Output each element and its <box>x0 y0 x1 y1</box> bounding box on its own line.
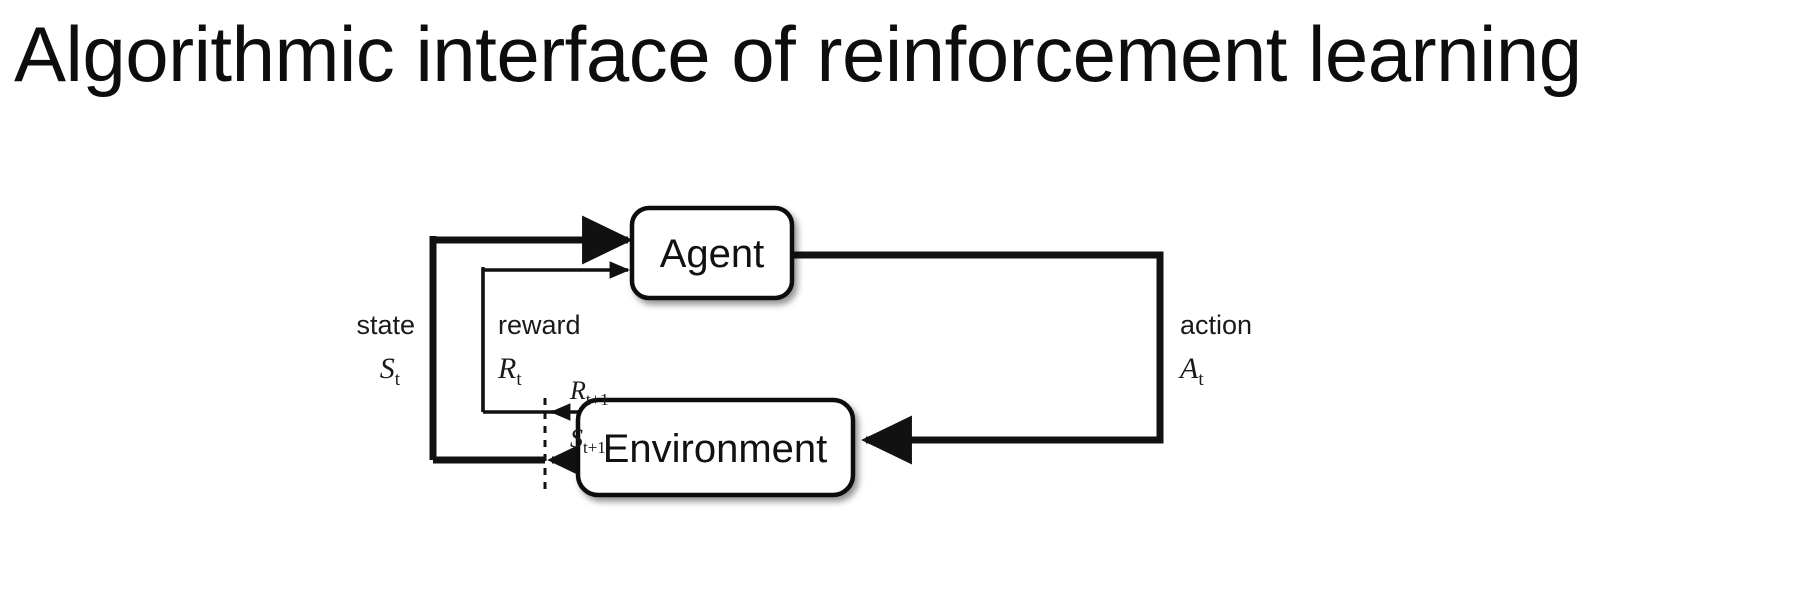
next-state-symbol: S <box>570 424 583 453</box>
diagram-svg: Agent Environment state St reward Rt <box>356 205 1252 498</box>
next-state-subscript: t+1 <box>583 438 606 457</box>
agent-box[interactable] <box>629 205 795 301</box>
next-state-label-group: St+1 <box>570 424 606 457</box>
state-symbol-group: St <box>380 352 401 390</box>
next-reward-symbol: R <box>569 376 586 405</box>
action-symbol-group: At <box>1178 352 1204 390</box>
environment-node[interactable]: Environment <box>575 397 856 498</box>
environment-box[interactable] <box>575 397 856 498</box>
action-label: action <box>1180 310 1252 340</box>
environment-label: Environment <box>603 427 828 471</box>
state-path <box>429 215 633 464</box>
action-label-group: action At <box>1178 310 1252 390</box>
page-title: Algorithmic interface of reinforcement l… <box>14 10 1582 98</box>
agent-label: Agent <box>660 232 765 276</box>
state-label: state <box>356 310 415 340</box>
reward-symbol-subscript: t <box>516 369 522 390</box>
reward-label: reward <box>498 310 581 340</box>
reward-symbol-group: Rt <box>497 352 522 390</box>
action-symbol: A <box>1178 352 1199 385</box>
action-arrow-to-environment <box>789 251 1164 465</box>
reward-symbol: R <box>497 352 516 385</box>
action-path <box>789 251 1164 465</box>
next-reward-subscript: t+1 <box>586 390 609 409</box>
agent-node[interactable]: Agent <box>629 205 795 301</box>
state-symbol: S <box>380 352 395 385</box>
rl-interaction-diagram: Agent Environment state St reward Rt <box>0 150 1820 580</box>
state-label-group: state St <box>356 310 415 390</box>
action-symbol-subscript: t <box>1198 369 1204 390</box>
reward-label-group: reward Rt <box>497 310 581 390</box>
state-symbol-subscript: t <box>395 369 401 390</box>
reward-path <box>481 261 630 414</box>
next-reward-label-group: Rt+1 <box>569 376 609 409</box>
